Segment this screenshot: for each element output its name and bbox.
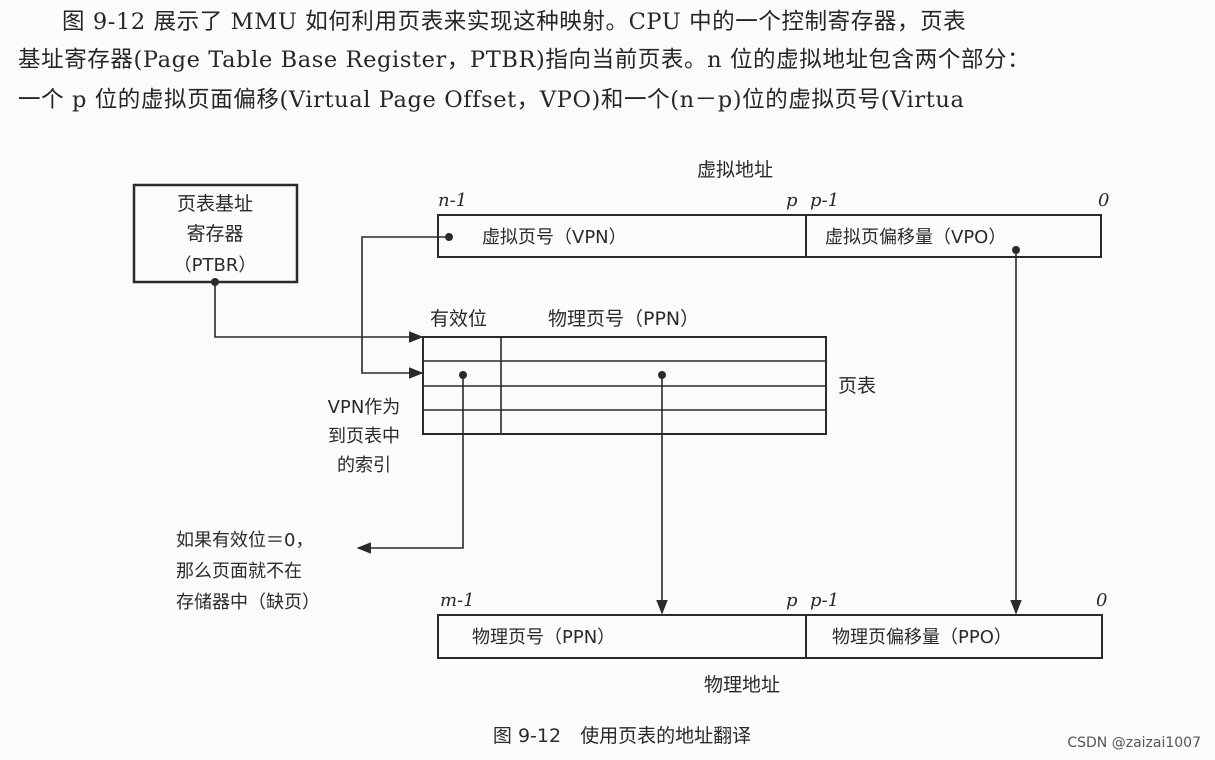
ptbr-line-1: 页表基址 — [177, 193, 253, 215]
vpn-index-arrow — [361, 236, 449, 379]
page-table-label: 页表 — [838, 375, 876, 397]
ptbr-line-2: 寄存器 — [186, 223, 243, 245]
pa-bit-p-minus-1-label: p-1 — [810, 590, 839, 611]
vpn-index-note-line-1: VPN作为 — [328, 397, 401, 418]
ppn-field-label: 物理页号（PPN） — [472, 627, 615, 648]
valid-note-line-1: 如果有效位＝0， — [176, 530, 313, 551]
valid-note-line-3: 存储器中（缺页） — [176, 592, 320, 613]
paragraph-line-2: 基址寄存器(Page Table Base Register，PTBR)指向当前… — [18, 47, 1031, 73]
va-bit-zero-label: 0 — [1098, 190, 1109, 211]
valid-bit-header: 有效位 — [430, 308, 487, 330]
physical-address-title: 物理地址 — [704, 674, 780, 696]
virtual-address-title: 虚拟地址 — [697, 159, 773, 181]
ppn-header: 物理页号（PPN） — [548, 308, 699, 330]
pa-bit-high-label: m-1 — [440, 590, 475, 611]
virtual-address-box — [437, 214, 1102, 258]
paragraph-line-1: 图 9-12 展示了 MMU 如何利用页表来实现这种映射。CPU 中的一个控制寄… — [62, 9, 967, 35]
figure-caption: 图 9-12 使用页表的地址翻译 — [493, 725, 751, 747]
vpn-index-note-line-2: 到页表中 — [328, 426, 400, 447]
ptbr-line-3: （PTBR） — [174, 255, 257, 276]
vpn-field-label: 虚拟页号（VPN） — [482, 227, 627, 248]
pa-bit-zero-label: 0 — [1096, 590, 1107, 611]
valid-bit-arrow — [356, 375, 464, 554]
va-bit-p-minus-1-label: p-1 — [810, 190, 839, 211]
va-bit-high-label: n-1 — [438, 190, 467, 211]
paragraph-line-3: 一个 p 位的虚拟页面偏移(Virtual Page Offset，VPO)和一… — [18, 87, 965, 113]
ptbr-to-table-arrow — [214, 282, 424, 343]
vpn-index-note-line-3: 的索引 — [337, 455, 391, 476]
ppn-dot — [658, 371, 666, 379]
vpo-field-label: 虚拟页偏移量（VPO） — [825, 227, 1006, 248]
physical-address-box — [437, 614, 1103, 659]
watermark: CSDN @zaizai1007 — [1067, 735, 1201, 751]
page-table — [422, 336, 827, 435]
valid-note-line-2: 那么页面就不在 — [176, 561, 302, 582]
ppo-field-label: 物理页偏移量（PPO） — [832, 627, 1012, 648]
vpo-dot — [1012, 246, 1020, 254]
vpn-dot — [445, 233, 453, 241]
ptbr-dot — [211, 278, 219, 286]
valid-bit-dot — [459, 371, 467, 379]
va-bit-p-label: p — [786, 190, 798, 211]
pa-bit-p-label: p — [786, 590, 798, 611]
